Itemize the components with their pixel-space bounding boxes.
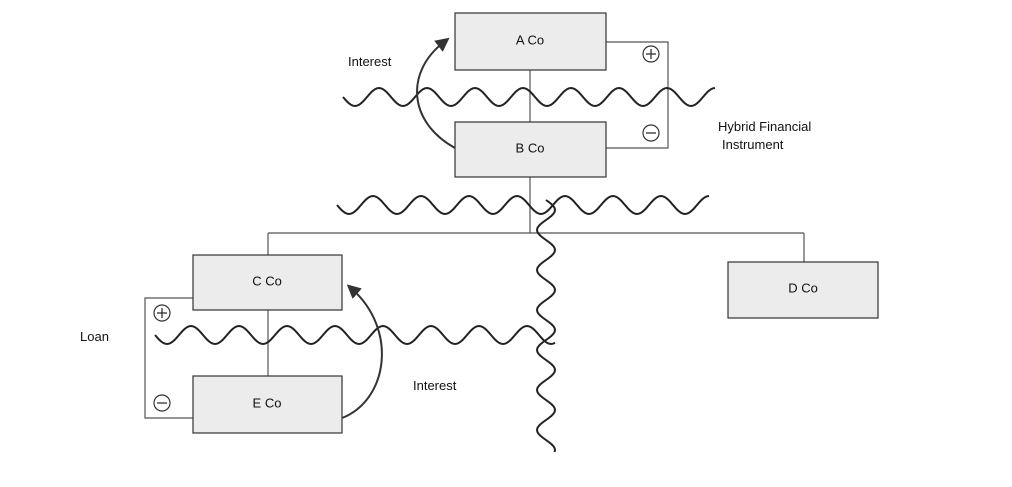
minus-sign-icon <box>642 124 660 142</box>
entity-b-co: B Co <box>454 121 607 178</box>
loan-label: Loan <box>80 329 109 344</box>
entity-a-co-label: A Co <box>516 32 544 47</box>
interest-label-top: Interest <box>348 54 392 69</box>
entity-c-co-label: C Co <box>252 273 282 288</box>
wavy-border-top <box>342 86 716 108</box>
wavy-border-vertical <box>535 199 557 453</box>
loan-bracket <box>144 297 193 419</box>
entity-c-co: C Co <box>192 254 343 311</box>
hybrid-instrument-label-line1: Hybrid Financial <box>718 119 811 134</box>
plus-sign-icon <box>642 45 660 63</box>
entity-d-co-label: D Co <box>788 280 818 295</box>
entity-d-co: D Co <box>727 261 879 319</box>
wavy-border-lower <box>154 324 556 346</box>
interest-label-bottom: Interest <box>413 378 457 393</box>
interest-arrow-bottom <box>341 284 383 419</box>
plus-sign-icon <box>153 304 171 322</box>
minus-sign-icon <box>153 394 171 412</box>
entity-b-co-label: B Co <box>516 140 545 155</box>
entity-a-co: A Co <box>454 12 607 71</box>
hybrid-bracket <box>606 41 669 149</box>
hybrid-instrument-label-line2: Instrument <box>722 137 784 152</box>
entity-e-co-label: E Co <box>253 395 282 410</box>
interest-arrow-top <box>416 37 456 149</box>
wavy-border-middle <box>336 194 710 216</box>
entity-e-co: E Co <box>192 375 343 434</box>
